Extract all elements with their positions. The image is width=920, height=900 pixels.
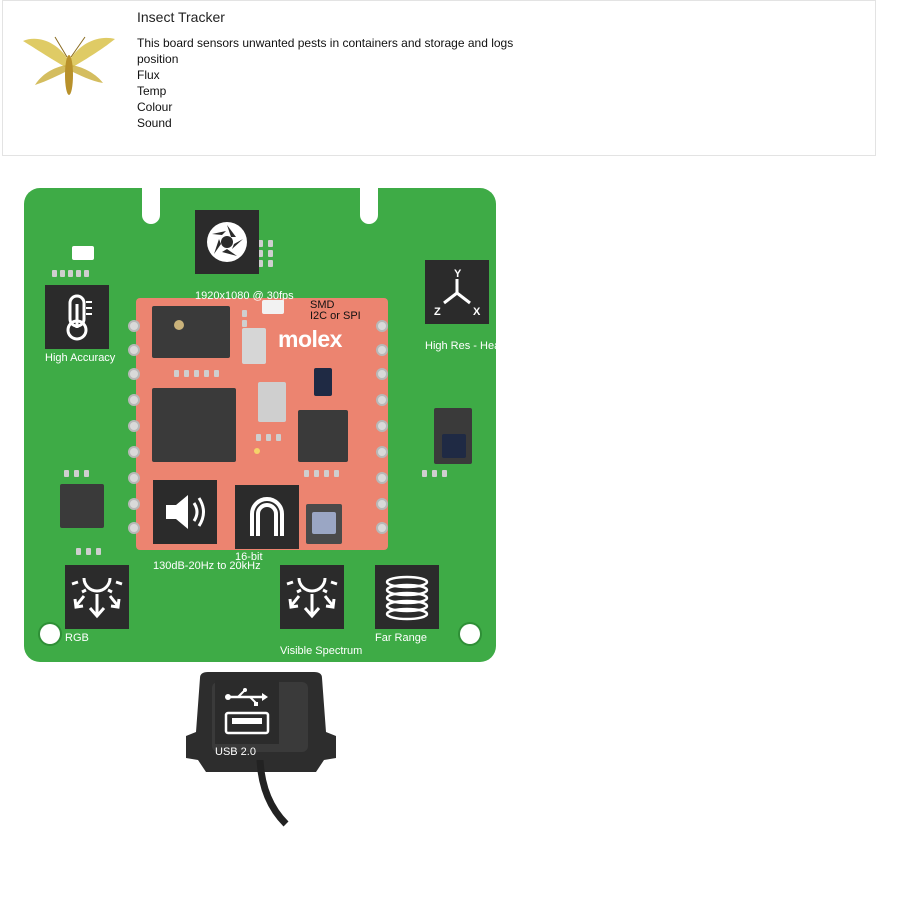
rgb-label: RGB (65, 632, 89, 644)
magnet-label: 16-bit (235, 551, 263, 563)
feature-sound: Sound (137, 116, 172, 130)
page-title: Insect Tracker (137, 9, 225, 25)
feature-position: position (137, 52, 179, 66)
axis-label: High Res - Hea (425, 340, 501, 352)
led-component (72, 246, 94, 260)
thermometer-icon[interactable] (45, 285, 109, 349)
svg-text:Y: Y (454, 268, 462, 280)
usb-icon[interactable] (215, 680, 279, 744)
board-slot (142, 186, 160, 224)
mounting-hole (460, 624, 480, 644)
product-description: This board sensors unwanted pests in con… (137, 36, 514, 50)
visible-spectrum-label: Visible Spectrum (280, 645, 363, 657)
usb-cable (256, 760, 289, 827)
speaker-icon[interactable] (153, 480, 217, 544)
interface-label: I2C or SPI (310, 310, 361, 322)
range-label: Far Range (375, 632, 427, 644)
moth-icon (23, 36, 115, 95)
xyz-axis-icon[interactable]: Y Z X (425, 260, 489, 324)
light-sensor-icon[interactable] (65, 565, 129, 629)
board-slot (360, 186, 378, 224)
module-brand: molex (278, 326, 342, 352)
chip-component (298, 410, 348, 462)
interface-label: SMD (310, 299, 335, 311)
chip-component (152, 388, 236, 462)
sound-label: 130dB-20Hz to 20kHz (153, 560, 261, 572)
mounting-hole (40, 624, 60, 644)
temperature-label: High Accuracy (45, 352, 116, 364)
sensor-window (442, 434, 466, 458)
feature-colour: Colour (137, 100, 173, 114)
aperture-icon[interactable] (195, 210, 259, 274)
feature-flux: Flux (137, 68, 160, 82)
camera-label: 1920x1080 @ 30fps (195, 290, 294, 302)
feature-list: position Flux Temp Colour Sound (137, 51, 178, 131)
chip-component (60, 484, 104, 528)
usb-label: USB 2.0 (215, 746, 256, 758)
coil-icon[interactable] (375, 565, 439, 629)
svg-text:X: X (473, 306, 481, 318)
svg-text:Z: Z (434, 306, 441, 318)
chip-component (152, 306, 230, 358)
magnet-icon[interactable] (235, 485, 299, 549)
feature-temp: Temp (137, 84, 167, 98)
light-sensor-icon[interactable] (280, 565, 344, 629)
product-card: Insect Tracker This board sensors unwant… (2, 0, 876, 156)
